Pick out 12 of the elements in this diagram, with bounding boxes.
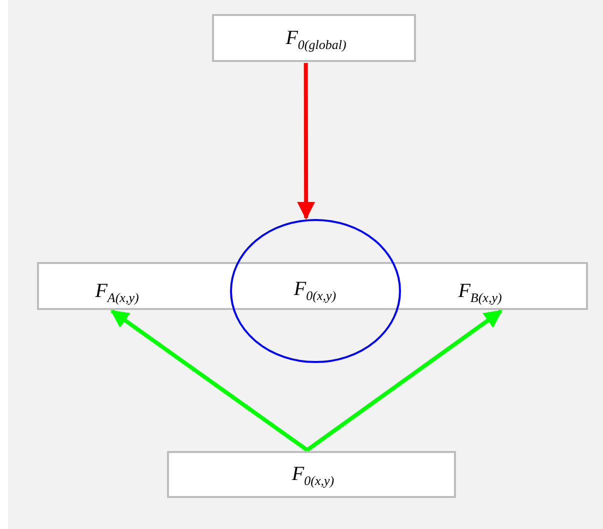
math-label: F$_{A(x,y)}$: [95, 280, 139, 306]
arrow: [306, 309, 502, 452]
math-label: F$_{0(global)}$: [286, 27, 346, 53]
process-box: [167, 451, 456, 498]
math-label: F$_{0(x,y)}$: [292, 463, 334, 489]
process-box: [212, 14, 416, 62]
math-label: F$_{B(x,y)}$: [458, 280, 502, 306]
ellipse: [230, 219, 401, 363]
arrow: [297, 63, 316, 220]
arrow: [110, 309, 308, 452]
band-box: [37, 262, 588, 310]
math-label: F$_{0(x,y)}$: [294, 278, 336, 304]
